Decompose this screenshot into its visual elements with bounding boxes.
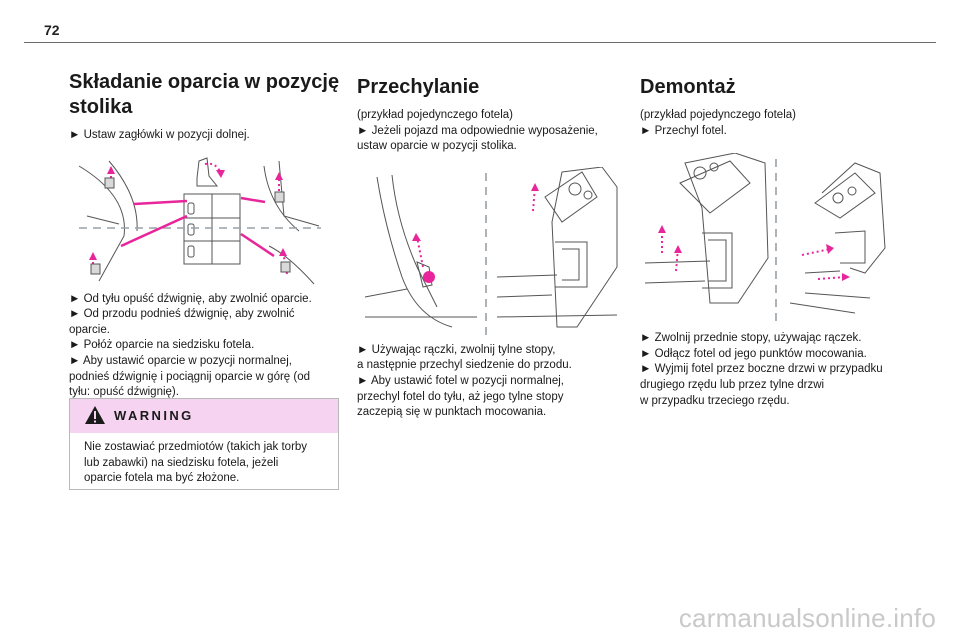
step-line: ► Używając rączki, zwolnij tylne stopy, — [357, 343, 556, 356]
step-line: ► Zwolnij przednie stopy, używając rącze… — [640, 332, 862, 345]
intro-line: ustaw oparcie w pozycji stolika. — [357, 140, 517, 153]
step-line: tyłu: opuść dźwignię). — [69, 386, 179, 399]
steps-folding: ► Od tyłu opuść dźwignię, aby zwolnić op… — [69, 292, 341, 401]
intro-line: (przykład pojedynczego fotela) — [357, 109, 513, 121]
figure-seat-tilt — [357, 166, 619, 337]
figure-seat-lever — [69, 156, 341, 286]
warning-triangle-icon — [85, 406, 105, 424]
intro-line: ► Przechyl fotel. — [640, 124, 727, 137]
section-folding: Składanie oparcia w pozycję stolika ► Us… — [69, 70, 341, 401]
step-line: podnieś dźwignię i pociągnij oparcie w g… — [69, 370, 311, 383]
step-line: ► Aby ustawić fotel w pozycji normalnej, — [357, 374, 564, 387]
section-title-folding: Składanie oparcia w pozycję stolika — [69, 70, 341, 120]
step-line: ► Wyjmij fotel przez boczne drzwi w przy… — [640, 363, 883, 376]
section-removal: Demontaż (przykład pojedynczego fotela) … — [640, 70, 910, 409]
warning-box: WARNING Nie zostawiać przedmiotów (takic… — [69, 398, 339, 490]
step-line: zaczepią się w punktach mocowania. — [357, 406, 547, 419]
figure-seat-removal — [640, 153, 910, 323]
step-line: ► Od przodu podnieś dźwignię, aby zwolni… — [69, 308, 295, 321]
page-number: 72 — [44, 22, 60, 38]
intro-text: ► Ustaw zagłówki w pozycji dolnej. — [69, 129, 250, 141]
intro-line: (przykład pojedynczego fotela) — [640, 109, 796, 121]
intro-removal: (przykład pojedynczego fotela) ► Przechy… — [640, 108, 910, 139]
step-line: przechyl fotel do tyłu, aż jego tylne st… — [357, 390, 564, 403]
warning-line: oparcie fotela ma być złożone. — [84, 472, 240, 485]
section-tilting: Przechylanie (przykład pojedynczego fote… — [357, 70, 619, 421]
title-line-1: Składanie oparcia w pozycję — [69, 71, 340, 93]
header-rule — [24, 42, 936, 43]
step-line: a następnie przechyl siedzenie do przodu… — [357, 359, 572, 372]
seat-tilt-illustration — [364, 166, 618, 335]
seat-lever-illustration — [78, 156, 321, 284]
section-title-removal: Demontaż — [640, 76, 736, 98]
section-title-tilting: Przechylanie — [357, 76, 480, 98]
step-line: oparcie. — [69, 323, 110, 336]
steps-removal: ► Zwolnij przednie stopy, używając rącze… — [640, 331, 910, 409]
warning-text: Nie zostawiać przedmiotów (takich jak to… — [70, 433, 338, 487]
step-line: w przypadku trzeciego rzędu. — [640, 394, 790, 407]
warning-line: lub zabawki) na siedzisku fotela, jeżeli — [84, 456, 279, 469]
warning-header: WARNING — [70, 399, 338, 433]
intro-tilting: (przykład pojedynczego fotela) ► Jeżeli … — [357, 108, 619, 155]
step-line: ► Aby ustawić oparcie w pozycji normalne… — [69, 354, 292, 367]
seat-removal-illustration — [644, 153, 886, 322]
steps-tilting: ► Używając rączki, zwolnij tylne stopy, … — [357, 343, 619, 421]
step-line: ► Od tyłu opuść dźwignię, aby zwolnić op… — [69, 292, 312, 305]
step-line: drugiego rzędu lub przez tylne drzwi — [640, 378, 825, 391]
warning-title: WARNING — [114, 408, 194, 423]
intro-line: ► Jeżeli pojazd ma odpowiednie wyposażen… — [357, 124, 598, 137]
title-line-2: stolika — [69, 96, 133, 118]
step-line: ► Połóż oparcie na siedzisku fotela. — [69, 339, 255, 352]
warning-line: Nie zostawiać przedmiotów (takich jak to… — [84, 441, 308, 453]
step-line: ► Odłącz fotel od jego punktów mocowania… — [640, 347, 867, 360]
watermark-text: carmanualsonline.info — [678, 603, 936, 633]
